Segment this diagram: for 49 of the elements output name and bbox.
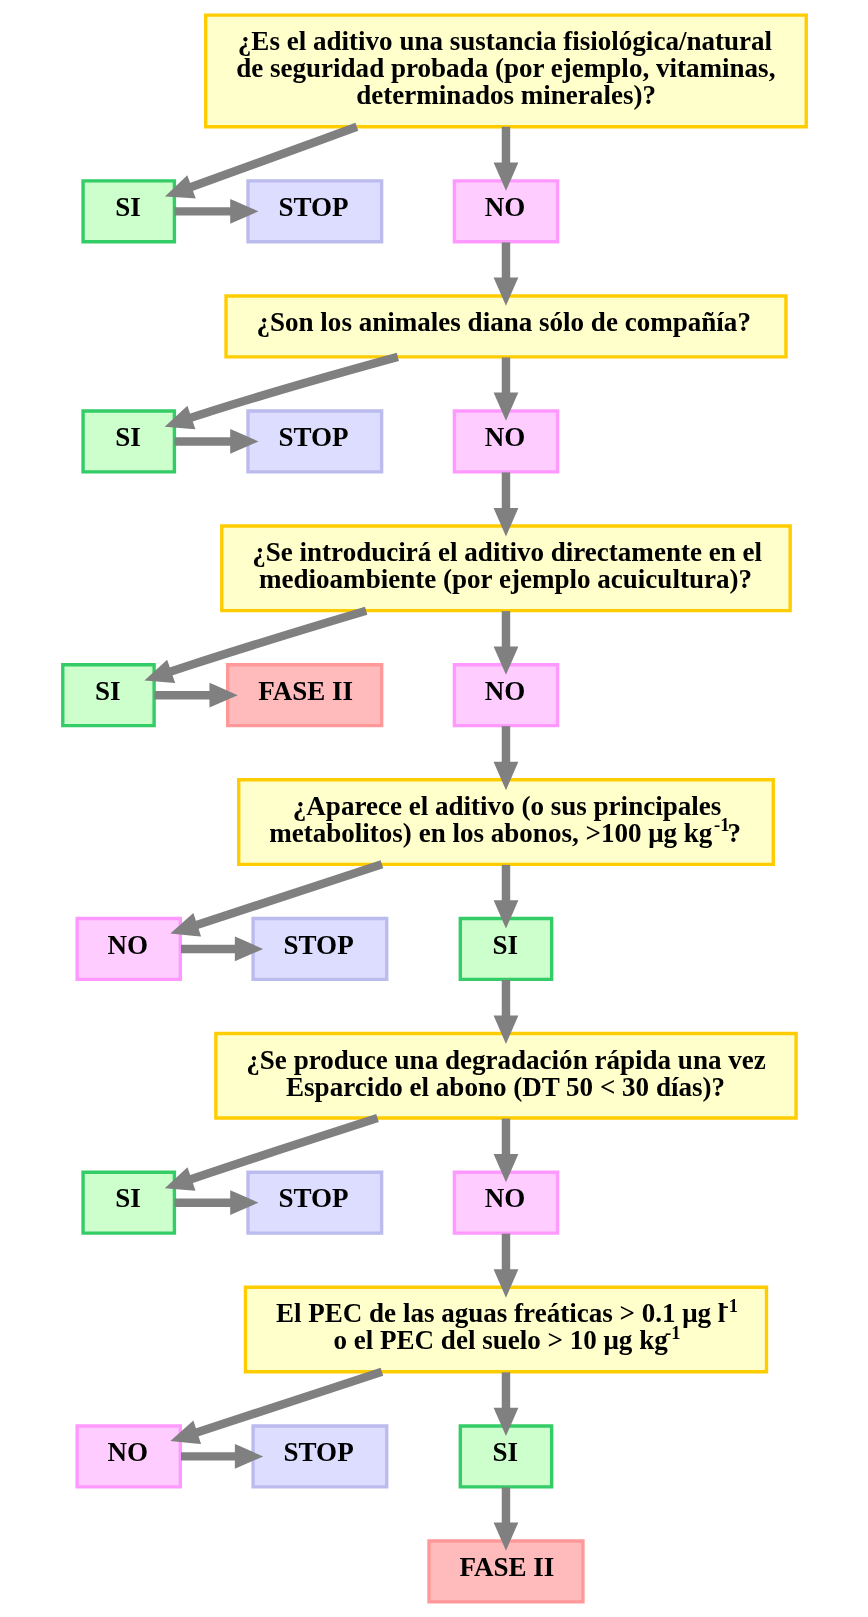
node-box: ¿Se produce una degradación rápida una vez Esparcido el abono (DT 50 < 30 días)?: [213, 1031, 798, 1120]
node-box: El PEC de las aguas freáticas > 0.1 μg l$^{-1}$ o el PEC del suelo > 10 μg kg$^{-1}$: [243, 1285, 768, 1374]
arrow: [169, 1367, 383, 1445]
arrow: [493, 1372, 518, 1437]
arrow: [493, 357, 518, 421]
node-box: NO: [452, 663, 559, 728]
node-box: SI: [60, 663, 156, 728]
node-box: ¿Son los animales diana sólo de compañía?: [223, 294, 788, 359]
node-box: FASE II: [426, 1539, 585, 1604]
node-box: FASE II: [225, 663, 383, 728]
arrow: [493, 611, 518, 675]
node-box: STOP: [245, 179, 383, 244]
node-box: STOP: [245, 1170, 383, 1235]
node-box: SI: [80, 1170, 176, 1235]
node-box: NO: [452, 1170, 559, 1235]
arrow: [180, 936, 263, 962]
node-box: STOP: [245, 409, 383, 474]
arrow: [174, 429, 259, 454]
node-box: SI: [80, 409, 176, 474]
node-box: STOP: [250, 1424, 388, 1489]
arrow: [493, 126, 518, 191]
arrow: [493, 1118, 518, 1183]
arrow: [153, 682, 238, 708]
arrow: [493, 864, 518, 929]
arrow: [493, 242, 518, 306]
node-box: ¿Se introducirá el aditivo directamente en el medioambiente (por ejemplo acuicultura)?: [219, 524, 792, 613]
node-box: ¿Aparece el aditivo (o sus principales metabolitos) en los abonos, >100 μg kg$^{-1}$?: [236, 778, 775, 866]
node-box: SI: [80, 179, 176, 244]
node-box: NO: [452, 409, 559, 474]
arrow: [493, 1487, 518, 1551]
arrow: [493, 726, 518, 791]
node-box: STOP: [250, 916, 388, 982]
arrow: [174, 1190, 259, 1216]
arrow: [174, 198, 259, 224]
node-box: SI: [458, 916, 553, 982]
arrow: [164, 352, 399, 430]
node-box: NO: [452, 179, 559, 244]
node-box: SI: [458, 1424, 553, 1489]
arrow: [493, 979, 518, 1044]
arrow: [164, 1114, 379, 1191]
arrow: [169, 860, 383, 937]
node-box: NO: [74, 1424, 182, 1489]
node-box: ¿Es el aditivo una sustancia fisiológica/natural de seguridad probada (por ejemplo, vitaminas, determinados minerales)?: [203, 13, 808, 129]
arrow: [493, 1233, 518, 1298]
node-box: NO: [74, 916, 182, 982]
arrow: [493, 472, 518, 537]
arrow: [143, 606, 367, 684]
arrow: [180, 1444, 263, 1469]
arrow: [164, 122, 358, 199]
